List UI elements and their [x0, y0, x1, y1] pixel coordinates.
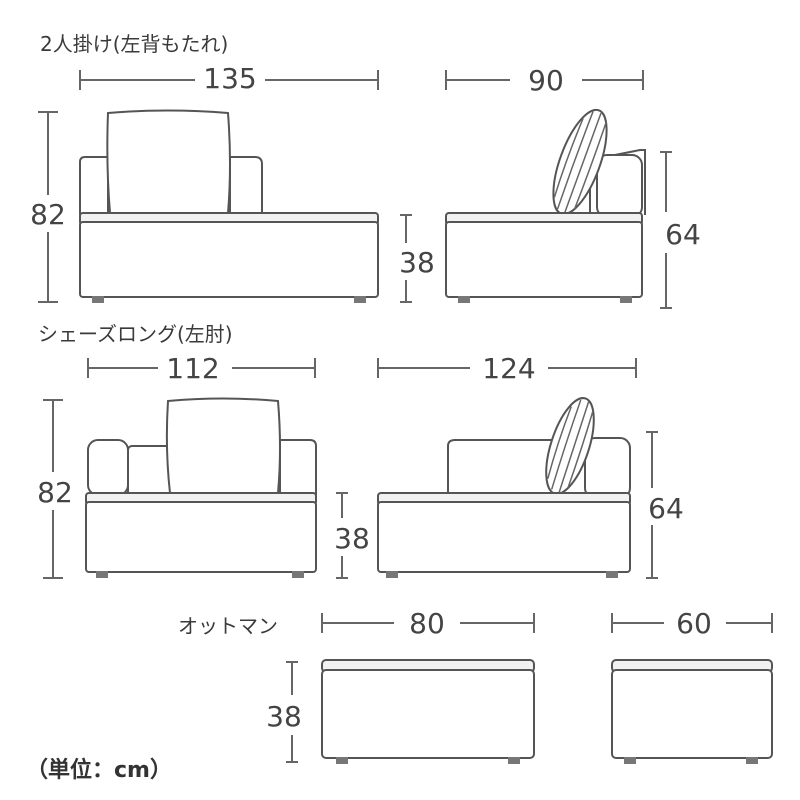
chaise-seat-height-label: 38 — [334, 522, 370, 555]
ottoman-front-view: 80 38 — [266, 607, 535, 764]
chaise-depth-label: 124 — [482, 352, 535, 385]
chaise-side-view: 124 64 — [377, 352, 684, 579]
unit-label: （単位：cm） — [26, 758, 172, 783]
chaise-front-view: 112 82 38 — [37, 352, 370, 579]
two-seater-seat-height-label: 38 — [399, 246, 435, 279]
two-seater-title: 2人掛け(左背もたれ) — [40, 32, 229, 56]
ottoman-side-view: 60 — [611, 607, 773, 764]
chaise-height-label: 82 — [37, 476, 73, 509]
ottoman-height-label: 38 — [266, 700, 302, 733]
two-seater-height-label: 82 — [30, 198, 66, 231]
ottoman-depth-label: 60 — [676, 607, 712, 640]
two-seater-width-label: 135 — [203, 62, 256, 95]
two-seater-front-view: 135 82 38 — [30, 62, 435, 303]
ottoman-title: オットマン — [178, 614, 278, 638]
two-seater-side-height-label: 64 — [665, 218, 701, 251]
chaise-width-label: 112 — [166, 352, 219, 385]
chaise-title: シェーズロング(左肘) — [38, 322, 233, 346]
ottoman-width-label: 80 — [409, 607, 445, 640]
two-seater-depth-label: 90 — [528, 64, 564, 97]
chaise-side-height-label: 64 — [648, 492, 684, 525]
two-seater-side-view: 90 64 — [445, 64, 701, 309]
